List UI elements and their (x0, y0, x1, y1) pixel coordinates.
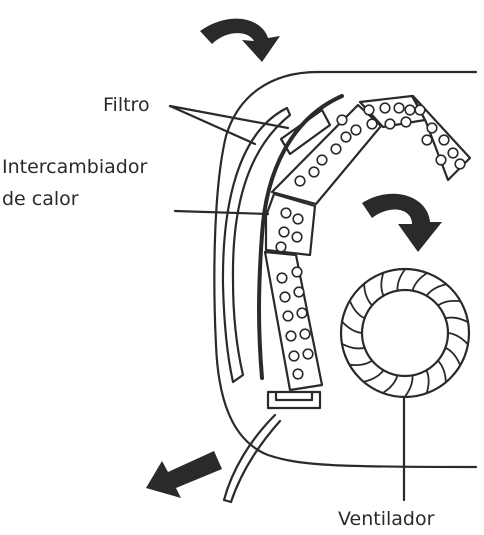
fan-hub (360, 288, 450, 378)
fan-blade (447, 332, 469, 346)
tube (276, 272, 288, 284)
tube (435, 154, 447, 166)
heat-exchanger-tubes (275, 102, 466, 380)
unit-housing (213, 70, 478, 469)
filter-leader-line (168, 104, 257, 146)
fan-blade (411, 272, 429, 292)
tube (384, 118, 396, 130)
tube (293, 286, 305, 298)
filter-leader-line (168, 104, 290, 130)
drain-tray (266, 390, 322, 410)
fan-blades (341, 268, 469, 398)
tube (379, 102, 391, 114)
tube (400, 116, 412, 128)
tube (393, 102, 405, 114)
tube (336, 114, 348, 126)
fan-blade (380, 271, 385, 297)
tube (292, 213, 304, 225)
tube (278, 226, 290, 238)
tube (340, 131, 352, 143)
fan-blade (444, 316, 469, 324)
tube (426, 122, 438, 134)
tube (288, 350, 300, 362)
fan-label: Ventilador (338, 508, 435, 530)
straight-arrow-icon (146, 451, 222, 498)
fan-blade (348, 359, 373, 367)
fan-blade (363, 282, 373, 307)
tube (366, 118, 378, 130)
tube (279, 291, 291, 303)
fan-blade (341, 320, 363, 334)
fan-blade (362, 369, 385, 383)
tube (404, 104, 416, 116)
tube (291, 231, 303, 243)
fan-blade (444, 346, 462, 367)
heat-exchanger-leader-line (173, 209, 270, 216)
tube (296, 307, 308, 319)
tube (275, 241, 287, 253)
heat-exchanger-label-line1: Intercambiador (2, 156, 148, 178)
fan-blade (437, 359, 447, 384)
tube (363, 104, 375, 116)
tube (282, 310, 294, 322)
fan-blade (396, 268, 407, 292)
tube (438, 134, 450, 146)
tube (308, 166, 320, 178)
front-panel (221, 106, 292, 384)
fan-blade (381, 374, 399, 394)
heat-exchanger-label-line2: de calor (2, 188, 79, 210)
tube (280, 207, 292, 219)
fan-blade (348, 299, 366, 320)
tube (447, 147, 459, 159)
tube (294, 175, 306, 187)
tube (316, 154, 328, 166)
tube (454, 158, 466, 170)
fan-blade (403, 374, 414, 398)
curved-arrow-icon (362, 193, 442, 252)
tube (285, 330, 297, 342)
tube (291, 266, 303, 278)
tube (330, 143, 342, 155)
tube (350, 124, 362, 136)
outlet-louver (222, 413, 282, 504)
tube (299, 328, 311, 340)
curved-arrow-icon (200, 18, 280, 62)
fan-blade (341, 342, 366, 350)
fan-blade (425, 283, 448, 297)
filter-element (279, 108, 332, 156)
tube (302, 348, 314, 360)
fan-blade (437, 299, 462, 307)
filter-label: Filtro (103, 94, 150, 116)
tube (421, 134, 433, 146)
tube (414, 104, 426, 116)
fan-blade (425, 369, 430, 395)
tube (292, 368, 304, 380)
